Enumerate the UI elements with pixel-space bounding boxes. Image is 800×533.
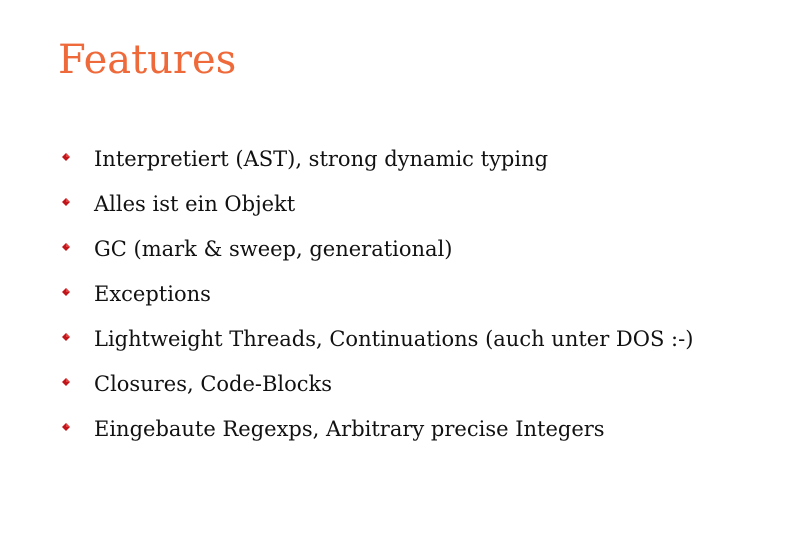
red-diamond-bullet-icon <box>62 378 70 386</box>
list-item: Alles ist ein Objekt <box>62 188 693 233</box>
red-diamond-bullet-icon <box>62 198 70 206</box>
bullet-text: Eingebaute Regexps, Arbitrary precise In… <box>94 417 605 441</box>
red-diamond-bullet-icon <box>62 423 70 431</box>
list-item: Eingebaute Regexps, Arbitrary precise In… <box>62 413 693 458</box>
bullet-text: Exceptions <box>94 282 211 306</box>
list-item: Interpretiert (AST), strong dynamic typi… <box>62 143 693 188</box>
bullet-list: Interpretiert (AST), strong dynamic typi… <box>62 143 693 458</box>
red-diamond-bullet-icon <box>62 288 70 296</box>
bullet-text: GC (mark & sweep, generational) <box>94 237 453 261</box>
red-diamond-bullet-icon <box>62 333 70 341</box>
red-diamond-bullet-icon <box>62 243 70 251</box>
list-item: Lightweight Threads, Continuations (auch… <box>62 323 693 368</box>
bullet-text: Lightweight Threads, Continuations (auch… <box>94 327 694 351</box>
bullet-text: Interpretiert (AST), strong dynamic typi… <box>94 147 549 171</box>
red-diamond-bullet-icon <box>62 153 70 161</box>
list-item: Exceptions <box>62 278 693 323</box>
bullet-text: Alles ist ein Objekt <box>94 192 296 216</box>
list-item: GC (mark & sweep, generational) <box>62 233 693 278</box>
slide-title: Features <box>58 37 237 83</box>
list-item: Closures, Code-Blocks <box>62 368 693 413</box>
bullet-text: Closures, Code-Blocks <box>94 372 333 396</box>
